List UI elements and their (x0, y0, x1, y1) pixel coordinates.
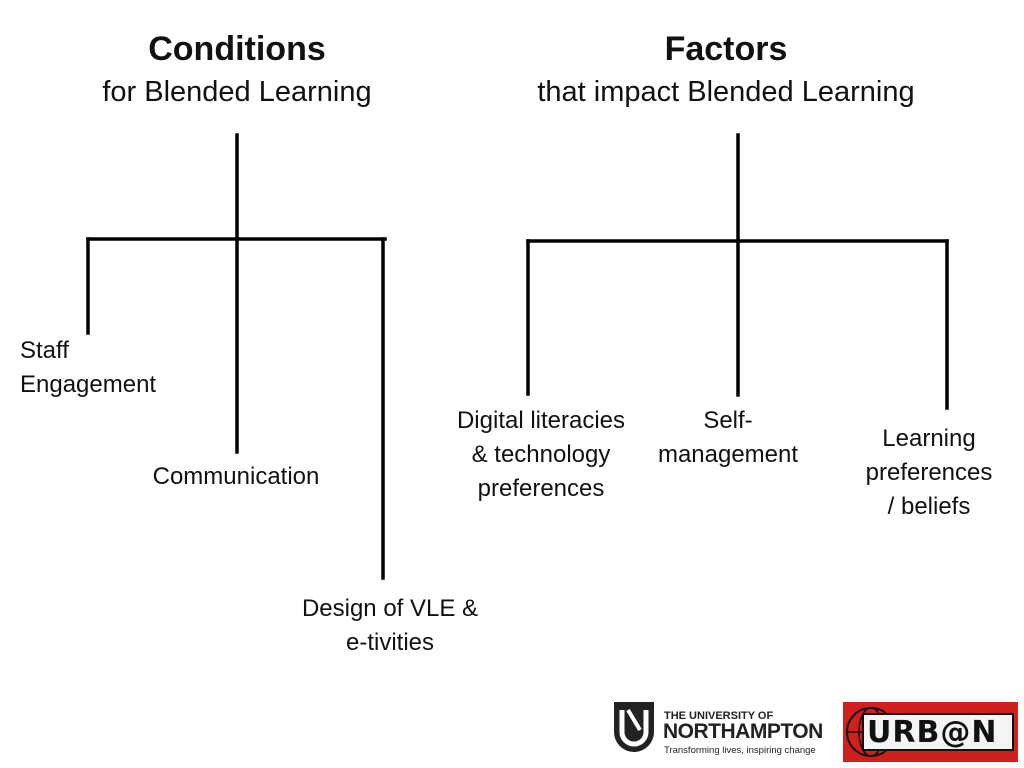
urban-logo: URB@N (843, 702, 1018, 762)
factors-subtitle: that impact Blended Learning (537, 76, 915, 108)
northampton-tagline: Transforming lives, inspiring change (664, 745, 816, 756)
conditions-subtitle: for Blended Learning (102, 76, 372, 108)
northampton-line2: NORTHAMPTON (663, 720, 823, 743)
northampton-logo: THE UNIVERSITY OF NORTHAMPTON Transformi… (608, 698, 830, 760)
northampton-emblem-icon (614, 702, 654, 752)
urban-logo-text: URB@N (867, 715, 998, 750)
urban-logo-graphic (846, 707, 1014, 757)
conditions-title: Conditions (148, 30, 326, 68)
northampton-line1: THE UNIVERSITY OF (664, 710, 774, 722)
communication-label: Communication (152, 463, 320, 490)
design-vle-label: Design of VLE & e-tivities (301, 595, 479, 656)
staff-engagement-label: Staff Engagement (20, 337, 157, 398)
self-management-label: Self- management (657, 407, 799, 468)
learning-preferences-label: Learning preferences / beliefs (865, 425, 993, 520)
factors-title: Factors (664, 30, 788, 68)
digital-literacies-label: Digital literacies & technology preferen… (456, 407, 626, 502)
